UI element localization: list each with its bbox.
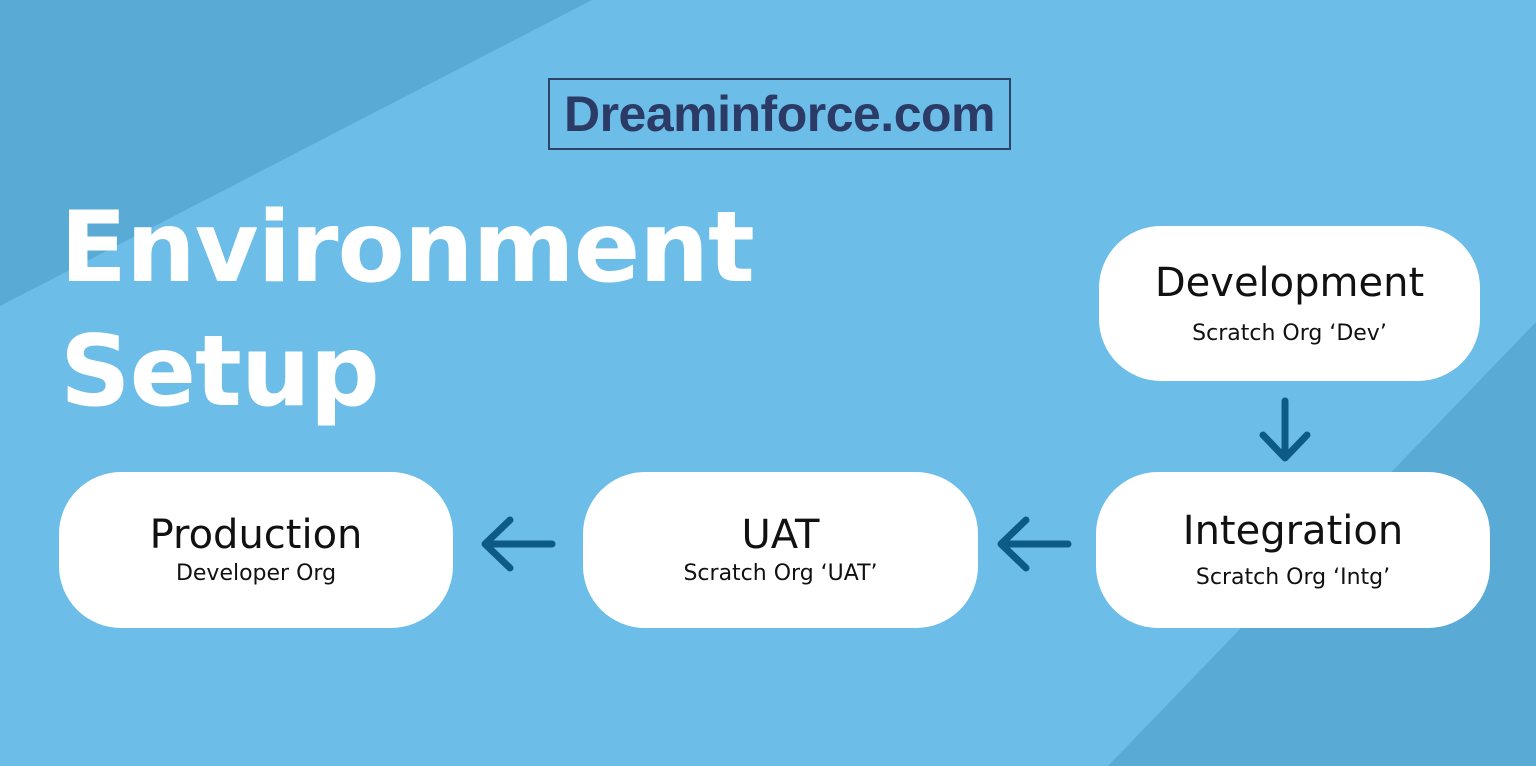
node-subtitle: Scratch Org ‘UAT’ (683, 561, 878, 586)
node-subtitle: Scratch Org ‘Intg’ (1195, 565, 1391, 590)
node-development: Development Scratch Org ‘Dev’ (1099, 226, 1480, 381)
title-line-1: Environment (60, 191, 755, 305)
arrow-left-icon (481, 516, 556, 572)
arrow-down-icon (1259, 397, 1311, 462)
node-uat: UAT Scratch Org ‘UAT’ (583, 472, 978, 628)
node-integration: Integration Scratch Org ‘Intg’ (1096, 472, 1490, 628)
brand-logo: Dreaminforce.com (548, 78, 1011, 150)
node-production: Production Developer Org (59, 472, 453, 628)
node-subtitle: Developer Org (175, 561, 337, 586)
node-name: UAT (741, 512, 820, 558)
arrow-left-icon (997, 516, 1072, 572)
brand-logo-text: Dreaminforce.com (563, 86, 996, 142)
node-subtitle: Scratch Org ‘Dev’ (1192, 320, 1387, 346)
node-name: Development (1154, 259, 1425, 306)
page-title: Environment Setup (60, 186, 755, 434)
top-left-shade (0, 0, 592, 306)
node-name: Production (149, 512, 363, 558)
node-name: Integration (1182, 508, 1404, 554)
title-line-2: Setup (60, 315, 380, 429)
